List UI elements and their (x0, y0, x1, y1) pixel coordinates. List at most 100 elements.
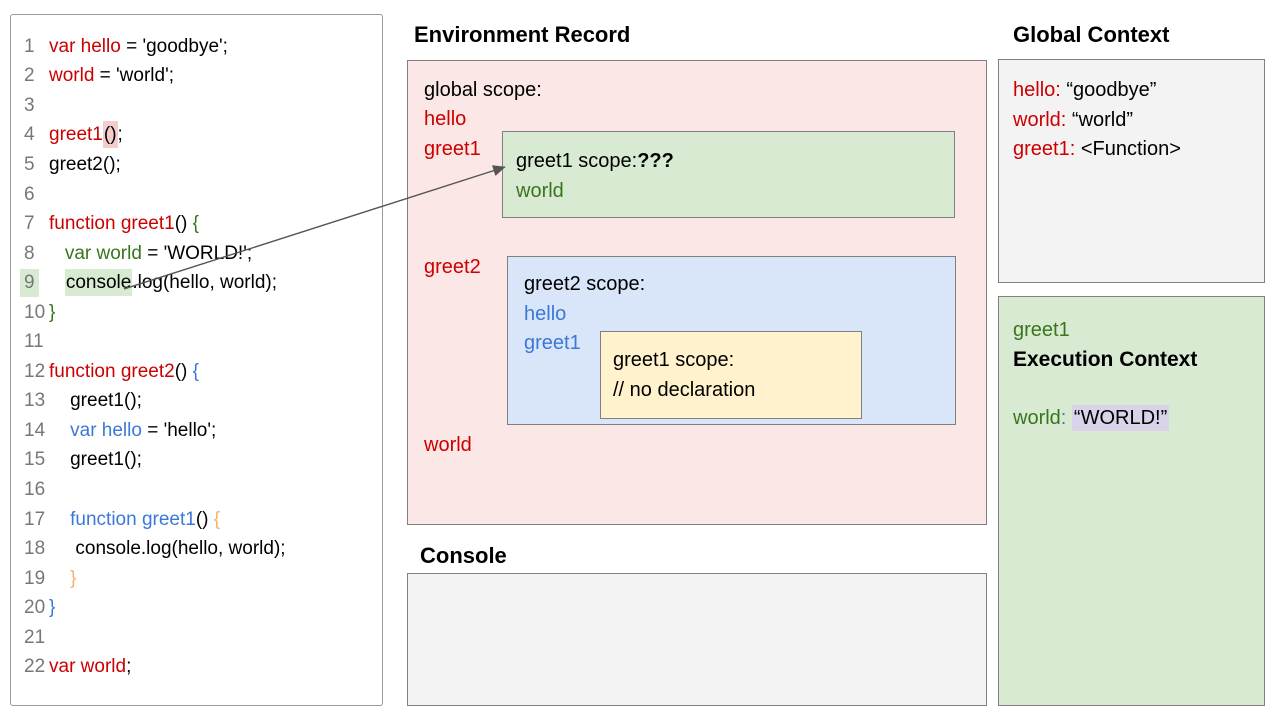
line-number-text: 11 (24, 331, 44, 353)
code-line: 8 var world = 'WORLD!'; (11, 239, 382, 269)
line-number-text: 5 (24, 153, 35, 175)
code-token: () (195, 508, 214, 530)
code-line: 13 greet1(); (11, 387, 382, 417)
code-token: () (102, 121, 118, 149)
code-token (49, 509, 70, 530)
line-number: 3 (11, 95, 49, 117)
line-number: 6 (11, 184, 49, 206)
inner-greet1-scope-comment: // no declaration (613, 378, 756, 401)
line-number: 9 (11, 269, 49, 298)
line-number: 4 (11, 124, 49, 146)
environment-record-title: Environment Record (414, 22, 631, 47)
code-line: 17 function greet1() { (11, 505, 382, 535)
console-title: Console (420, 543, 507, 568)
line-number-text: 4 (24, 124, 35, 146)
line-number: 19 (11, 568, 49, 590)
code-text: function greet2() { (49, 361, 199, 383)
line-number: 2 (11, 65, 49, 87)
inner-greet1-scope-box: greet1 scope: // no declaration (600, 331, 862, 419)
global-context-title: Global Context (1013, 22, 1170, 47)
line-number: 12 (11, 361, 49, 383)
code-token: () (174, 213, 193, 235)
line-number: 15 (11, 449, 49, 471)
ec-colon: : (1060, 407, 1067, 429)
code-text: console.log(hello, world); (49, 269, 277, 297)
line-number: 10 (11, 302, 49, 324)
code-text: var world; (49, 656, 131, 678)
code-token: greet1(); (49, 390, 142, 412)
code-token: { (192, 213, 199, 235)
code-text: var world = 'WORLD!'; (49, 243, 252, 265)
global-context-entry: greet1: <Function> (1013, 135, 1264, 165)
line-number: 22 (11, 656, 49, 678)
code-line: 5 greet2(); (11, 150, 382, 180)
code-token: } (49, 301, 56, 323)
line-number-text: 18 (24, 538, 46, 560)
greet2-scope-var-hello: hello (524, 302, 567, 325)
code-token: greet2(); (49, 153, 121, 175)
code-text: } (49, 302, 55, 324)
code-token: { (213, 508, 221, 530)
code-token: () (174, 360, 193, 382)
ec-var-name: world (1013, 407, 1061, 429)
ec-title: Execution Context (1013, 348, 1198, 371)
code-text: var hello = 'goodbye'; (49, 36, 228, 58)
code-token: ; (117, 124, 123, 146)
code-line: 19 } (11, 564, 382, 594)
code-line: 9 console.log(hello, world); (11, 268, 382, 298)
line-number-text: 12 (24, 360, 46, 382)
line-number-text: 2 (24, 65, 35, 87)
line-number-text: 6 (24, 183, 35, 205)
code-token: } (49, 597, 56, 619)
entry-name: hello: (1013, 79, 1061, 101)
inner-greet1-scope-title: greet1 scope: (613, 349, 735, 371)
env-var-greet1: greet1 (424, 138, 481, 160)
code-token: greet1(); (49, 449, 142, 471)
code-token: function greet2 (49, 360, 175, 382)
global-context-entry: world: “world” (1013, 106, 1264, 136)
line-number-text: 22 (24, 656, 46, 678)
code-token: = 'hello'; (141, 419, 217, 441)
code-text: } (49, 597, 55, 619)
line-number-text: 19 (24, 567, 46, 589)
entry-value: “world” (1066, 108, 1134, 131)
env-var-greet2: greet2 (424, 256, 481, 278)
env-var-world: world (424, 434, 472, 456)
code-line: 6 (11, 180, 382, 210)
entry-value: “goodbye” (1060, 79, 1157, 101)
line-number: 11 (11, 331, 49, 353)
code-token: console.log(hello, world); (49, 538, 286, 560)
code-token: function greet1 (49, 213, 175, 235)
greet1-scope-var-world: world (516, 179, 564, 202)
code-token: ; (126, 656, 132, 678)
code-token: console (64, 269, 133, 297)
line-number-text: 8 (24, 242, 35, 264)
line-number: 14 (11, 420, 49, 442)
code-line: 18 console.log(hello, world); (11, 534, 382, 564)
code-token: var world (49, 656, 127, 678)
line-number: 17 (11, 509, 49, 531)
code-line: 15 greet1(); (11, 446, 382, 476)
code-text: greet1(); (49, 390, 142, 412)
code-token (49, 568, 70, 589)
line-number-text: 21 (24, 626, 46, 648)
code-token (49, 272, 65, 293)
code-token: function greet1 (70, 508, 196, 530)
code-line: 3 (11, 91, 382, 121)
line-number-text: 1 (24, 35, 35, 57)
code-token: var hello (70, 419, 142, 441)
code-text: function greet1() { (49, 509, 220, 531)
ec-function-name: greet1 (1013, 319, 1070, 341)
code-text: console.log(hello, world); (49, 538, 286, 560)
line-number-text: 14 (24, 419, 46, 441)
code-line: 10} (11, 298, 382, 328)
greet1-scope-box: greet1 scope:??? world (502, 131, 955, 218)
code-token: greet1 (49, 124, 103, 146)
line-number-text: 16 (24, 478, 46, 500)
code-text: var hello = 'hello'; (49, 420, 216, 442)
code-token: = 'WORLD!'; (141, 242, 253, 264)
code-line: 20} (11, 593, 382, 623)
line-number: 21 (11, 627, 49, 649)
code-line: 4 greet1(); (11, 121, 382, 151)
